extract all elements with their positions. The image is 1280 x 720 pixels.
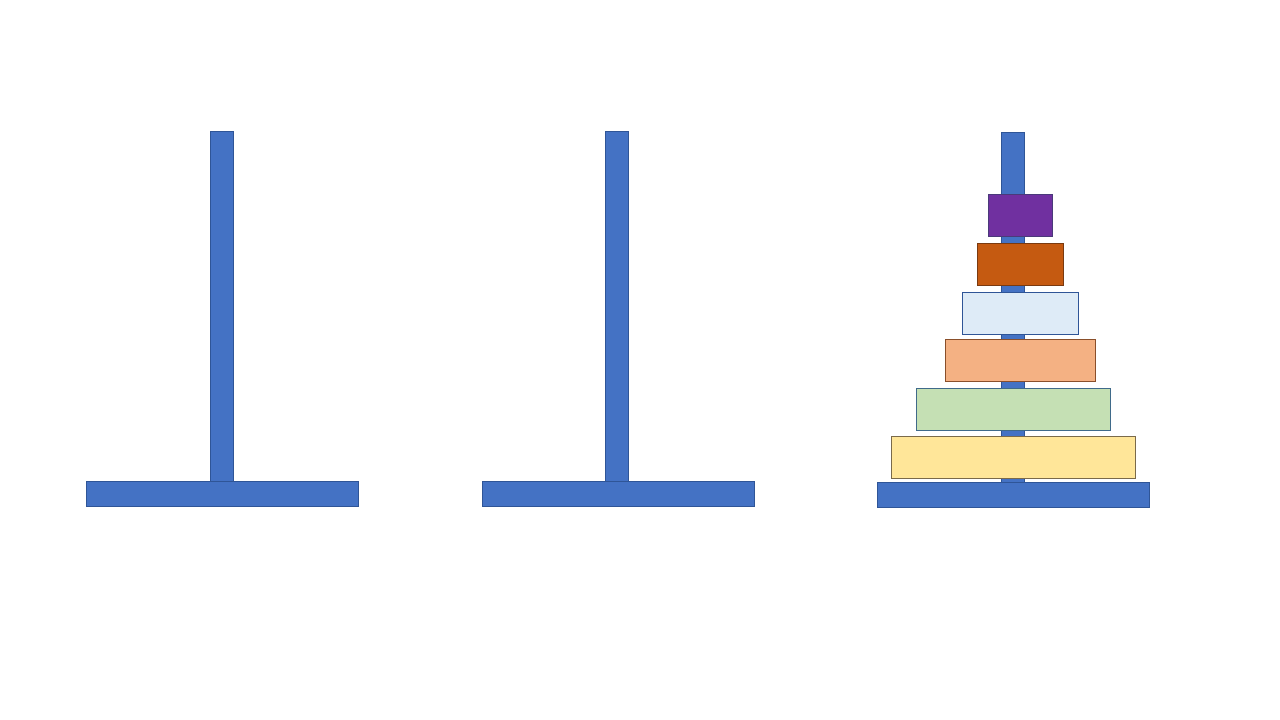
peg-right-base[interactable]	[877, 482, 1150, 508]
disk-1[interactable]	[988, 194, 1053, 237]
disk-5[interactable]	[916, 388, 1111, 431]
peg-middle-rod[interactable]	[605, 131, 629, 482]
peg-left-base[interactable]	[86, 481, 359, 507]
disk-4[interactable]	[945, 339, 1096, 382]
disk-2[interactable]	[977, 243, 1064, 286]
disk-3[interactable]	[962, 292, 1079, 335]
peg-left-rod[interactable]	[210, 131, 234, 482]
peg-middle-base[interactable]	[482, 481, 755, 507]
disk-6[interactable]	[891, 436, 1136, 479]
